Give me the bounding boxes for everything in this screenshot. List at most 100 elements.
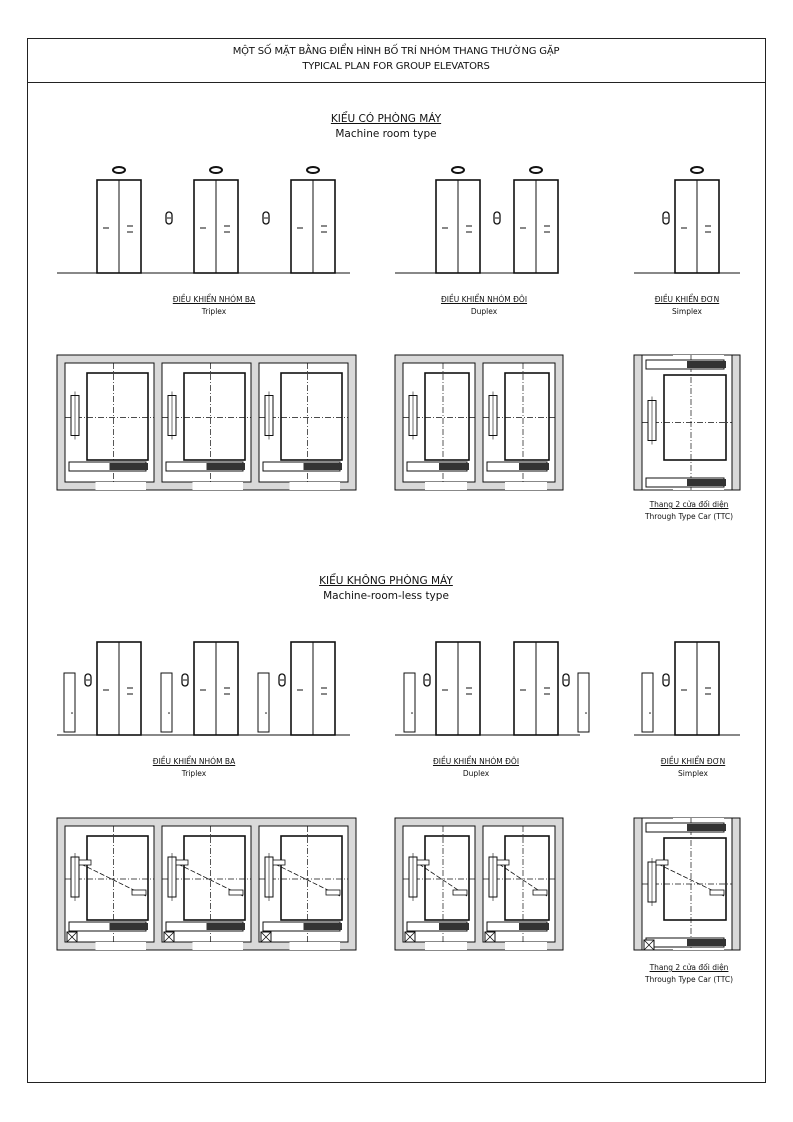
elevator-car [280,372,343,461]
elevator-car [183,372,246,461]
elevator-car [424,835,470,921]
door-opening [505,942,547,950]
panel-key-icon [585,712,587,714]
hall-call-button-icon [181,673,189,687]
duplex-mrl-label-vi: ĐIỀU KHIỂN NHÓM ĐÔI [432,757,520,766]
machine-sheave-line [418,863,468,897]
triplex-mrl-label-en: Triplex [181,769,207,778]
elevator-car [86,372,149,461]
hall-lantern-icon [690,166,704,174]
triplex-label-en: Triplex [201,307,227,316]
sheave-icon [709,889,725,896]
ttc-mrl-label-vi: Thang 2 cửa đối diện [649,963,729,972]
landing-control-panel [641,672,654,733]
door-opening [289,482,340,490]
control-box-cross [643,939,655,951]
triplex-label-vi: ĐIỀU KHIỂN NHÓM BA [172,295,256,304]
panel-key-icon [168,712,170,714]
elevator-car [663,374,727,461]
sheave-icon [228,889,244,896]
landing-control-panel [577,672,590,733]
hall-lantern-icon [451,166,465,174]
machine-sheave-line [498,863,548,897]
duplex-label-vi: ĐIỀU KHIỂN NHÓM ĐÔI [440,295,528,304]
hall-call-button-icon [662,211,670,225]
hall-lantern-icon [209,166,223,174]
door-opening [95,482,146,490]
hall-call-button-icon [278,673,286,687]
landing-door-panels [109,923,148,930]
sheave-icon [655,859,669,866]
ttc-label-vi: Thang 2 cửa đối diện [649,500,729,509]
door-opening [289,942,340,950]
sheave-icon [532,889,548,896]
door-opening [192,942,243,950]
elevator-car [424,372,470,461]
door-opening [673,355,724,363]
landing-door-panels [206,463,245,470]
sheave-icon [78,859,92,866]
simplex-label-en: Simplex [672,307,702,316]
landing-door-panels [687,361,726,368]
door-opening [425,482,467,490]
control-box-cross [404,931,416,943]
duplex-mrl-label-en: Duplex [462,769,490,778]
simplex-label-vi: ĐIỀU KHIỂN ĐƠN [654,295,720,304]
sheave-icon [452,889,468,896]
door-opening [425,942,467,950]
sheave-icon [175,859,189,866]
sheave-icon [416,859,430,866]
landing-door-panels [206,923,245,930]
hall-call-button-icon [662,673,670,687]
elevator-car [663,837,727,921]
control-box-cross [163,931,175,943]
door-opening [505,482,547,490]
door-opening [192,482,243,490]
drawing-frame [27,38,766,1083]
title-vi: MỘT SỐ MẶT BẰNG ĐIỂN HÌNH BỐ TRÍ NHÓM TH… [232,46,560,57]
panel-key-icon [265,712,267,714]
hall-lantern-icon [529,166,543,174]
elevator-car [86,835,149,921]
section-subtitle-machine-room: Machine room type [335,128,437,140]
sheave-icon [496,859,510,866]
landing-door-panels [439,463,469,470]
ttc-label-en: Through Type Car (TTC) [644,512,734,521]
landing-control-panel [403,672,416,733]
simplex-mrl-label-vi: ĐIỀU KHIỂN ĐƠN [660,757,726,766]
landing-door-panels [109,463,148,470]
panel-key-icon [71,712,73,714]
sheave-icon [131,889,147,896]
machine-sheave-line [657,863,725,897]
door-opening [95,942,146,950]
simplex-mrl-label-en: Simplex [678,769,708,778]
landing-door-panels [687,939,726,946]
section-title-machine-room: KIỂU CÓ PHÒNG MÁY [330,113,442,125]
hall-lantern-icon [112,166,126,174]
control-box-cross [66,931,78,943]
hall-call-button-icon [165,211,173,225]
sheave-icon [325,889,341,896]
header-divider [27,82,766,83]
control-box-cross [484,931,496,943]
hall-call-button-icon [423,673,431,687]
triplex-mrl-label-vi: ĐIỀU KHIỂN NHÓM BA [152,757,236,766]
title-en: TYPICAL PLAN FOR GROUP ELEVATORS [302,61,490,72]
control-box-cross [260,931,272,943]
hall-call-button-icon [84,673,92,687]
duplex-label-en: Duplex [470,307,498,316]
landing-door-panels [687,479,726,486]
landing-door-panels [519,463,549,470]
elevator-car [183,835,246,921]
landing-door-panels [687,824,726,831]
landing-control-panel [160,672,173,733]
elevator-car [504,835,550,921]
ttc-mrl-label-en: Through Type Car (TTC) [644,975,734,984]
hall-call-button-icon [262,211,270,225]
panel-key-icon [411,712,413,714]
landing-door-panels [519,923,549,930]
elevator-car [504,372,550,461]
landing-control-panel [63,672,76,733]
landing-door-panels [303,923,342,930]
